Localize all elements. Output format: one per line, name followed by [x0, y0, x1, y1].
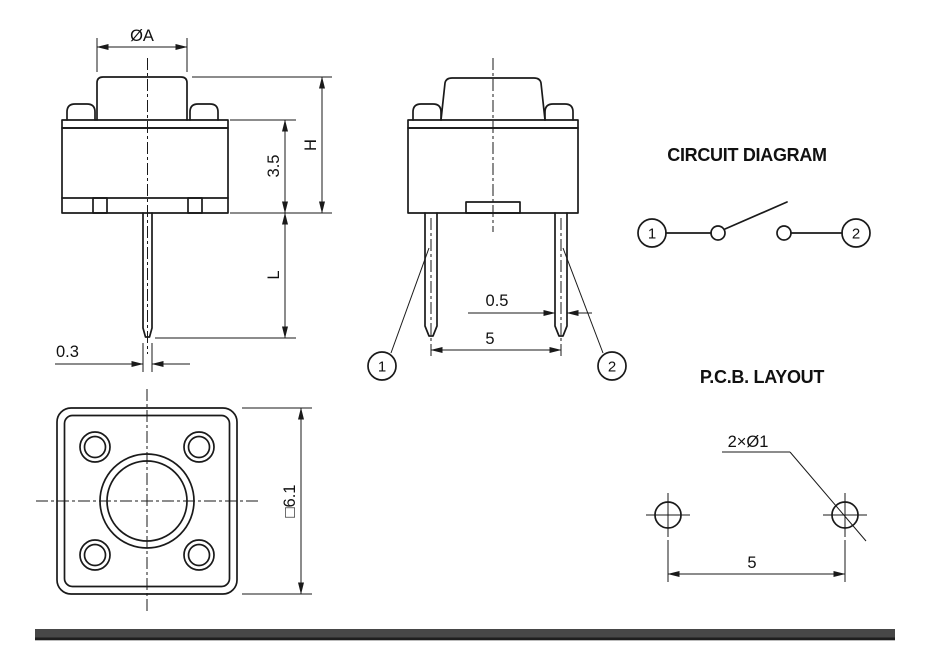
- terminal-1-callout: 1: [367, 351, 397, 381]
- circuit-terminal2-circle: [841, 218, 871, 248]
- side-top-plate: [61, 119, 229, 129]
- front-left-bump: [412, 103, 442, 121]
- dim-label-diameter-a: ØA: [130, 27, 154, 45]
- dim-label-0-3: 0.3: [56, 343, 79, 361]
- circuit-terminal1-number: 1: [648, 226, 656, 243]
- bottom-view: □6.1: [36, 389, 312, 613]
- dim-label-pitch-5: 5: [485, 330, 494, 348]
- dim-label-3-5: 3.5: [265, 155, 283, 178]
- dim-label-l: L: [265, 270, 283, 279]
- front-right-bump: [544, 103, 574, 121]
- front-view: 5 0.5 1 2: [367, 58, 627, 381]
- front-pin-1: [424, 212, 438, 337]
- footer-divider-bar-shadow: [35, 637, 895, 641]
- terminal2-circle: [597, 351, 627, 381]
- side-right-bump: [189, 103, 219, 121]
- front-cap-outline: [440, 77, 546, 121]
- side-left-bump: [66, 103, 96, 121]
- circuit-diagram-title: CIRCUIT DIAGRAM: [667, 145, 827, 165]
- side-view: ØA 3.5 H L 0.3: [55, 27, 332, 372]
- side-cap-outline: [96, 76, 188, 121]
- bottom-corner-circle-bl: [79, 539, 111, 571]
- bottom-corner-circle-tl: [79, 431, 111, 463]
- pcb-dim-label-pitch-5: 5: [747, 554, 756, 572]
- side-notch-right: [187, 197, 203, 214]
- pcb-layout-title: P.C.B. LAYOUT: [700, 367, 824, 387]
- dim-label-body-6-1: □6.1: [281, 485, 299, 518]
- pcb-holes-leader: [789, 451, 867, 542]
- terminal1-number: 1: [378, 359, 386, 376]
- terminal2-leader: [562, 247, 604, 354]
- pcb-holes-label: 2×Ø1: [728, 433, 769, 451]
- dim-label-0-5: 0.5: [486, 292, 509, 310]
- bottom-corner-circle-br: [183, 539, 215, 571]
- side-notch-left: [92, 197, 108, 214]
- circuit-contact-left: [710, 225, 726, 241]
- circuit-contact-right: [776, 225, 792, 241]
- side-body: [61, 127, 229, 214]
- bottom-corner-circle-tr: [183, 431, 215, 463]
- terminal1-leader: [390, 247, 430, 354]
- footer-divider-bar: [35, 629, 895, 640]
- terminal-2-callout: 2: [597, 351, 627, 381]
- footer-bar: [35, 629, 895, 641]
- circuit-terminal2-number: 2: [852, 226, 860, 243]
- front-pin-2: [554, 212, 568, 337]
- pcb-layout: P.C.B. LAYOUT 2×Ø1 5: [646, 367, 867, 582]
- dim-label-h: H: [302, 139, 320, 151]
- circuit-switch-lever: [724, 201, 788, 230]
- circuit-diagram: CIRCUIT DIAGRAM 1 2: [637, 145, 871, 248]
- terminal2-number: 2: [608, 359, 616, 376]
- terminal1-circle: [367, 351, 397, 381]
